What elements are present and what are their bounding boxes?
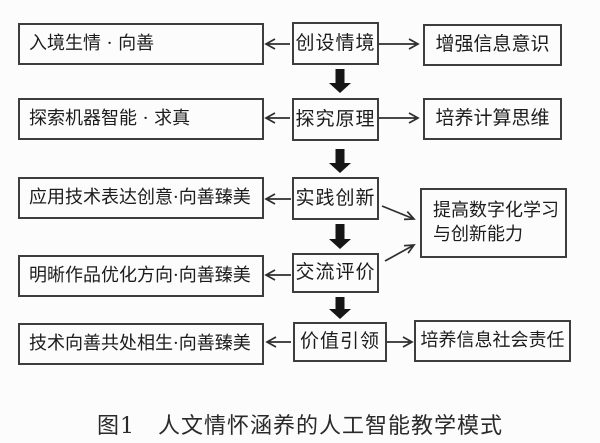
arrow-right-3: [387, 336, 414, 348]
goal-node-computational-thinking: 培养计算思维: [423, 98, 562, 140]
arrow-left-3: [264, 193, 291, 205]
outcome-node-apply-technology-creativity: 应用技术表达创意·向善臻美: [18, 177, 264, 219]
stage-node-explore-principles: 探究原理: [292, 98, 379, 141]
stage-node-practice-innovation: 实践创新: [292, 177, 379, 220]
goal-node-digital-learning-innovation: 提高数字化学习 与创新能力: [420, 188, 567, 258]
node-label: 提高数字化学习 与创新能力: [433, 199, 559, 245]
node-label: 价值引领: [299, 330, 380, 353]
arrow-right-2: [379, 112, 420, 124]
arrow-left-5: [265, 336, 291, 348]
stage-node-communicate-evaluate: 交流评价: [292, 253, 379, 293]
arrow-diagonal-up-right: [384, 244, 416, 262]
outcome-node-clarify-work-optimization: 明晰作品优化方向·向善臻美: [18, 255, 264, 297]
node-label: 培养计算思维: [435, 107, 550, 130]
node-label: 明晰作品优化方向·向善臻美: [29, 264, 251, 286]
node-label: 探索机器智能 · 求真: [29, 107, 191, 129]
node-label: 应用技术表达创意·向善臻美: [29, 186, 251, 208]
node-label: 交流评价: [295, 261, 376, 284]
node-label: 增强信息意识: [435, 33, 550, 56]
node-label: 实践创新: [295, 186, 376, 209]
arrow-right-1: [379, 38, 420, 50]
node-label: 入境生情 · 向善: [29, 32, 155, 54]
flow-down-arrow-4: [329, 297, 351, 319]
node-label: 创设情境: [295, 31, 376, 54]
goal-node-information-awareness: 增强信息意识: [423, 24, 562, 66]
flow-down-arrow-2: [329, 149, 351, 173]
goal-node-information-social-responsibility: 培养信息社会责任: [414, 320, 571, 362]
node-label: 培养信息社会责任: [420, 329, 565, 351]
arrow-left-1: [264, 38, 290, 50]
figure-caption: 图1 人文情怀涵养的人工智能教学模式: [97, 414, 503, 439]
flow-down-arrow-3: [329, 224, 351, 249]
arrow-diagonal-down-right: [381, 205, 416, 221]
outcome-node-enter-context: 入境生情 · 向善: [18, 23, 264, 65]
arrow-left-2: [264, 112, 290, 124]
arrow-left-4: [264, 269, 291, 281]
stage-node-value-guidance: 价值引领: [293, 322, 387, 362]
node-label: 探究原理: [295, 107, 376, 130]
stage-node-create-situation: 创设情境: [292, 22, 379, 65]
flow-down-arrow-1: [329, 69, 351, 93]
outcome-node-technology-for-good: 技术向善共处相生·向善臻美: [18, 323, 264, 365]
outcome-node-explore-machine-intelligence: 探索机器智能 · 求真: [18, 98, 264, 140]
node-label: 技术向善共处相生·向善臻美: [29, 332, 251, 354]
